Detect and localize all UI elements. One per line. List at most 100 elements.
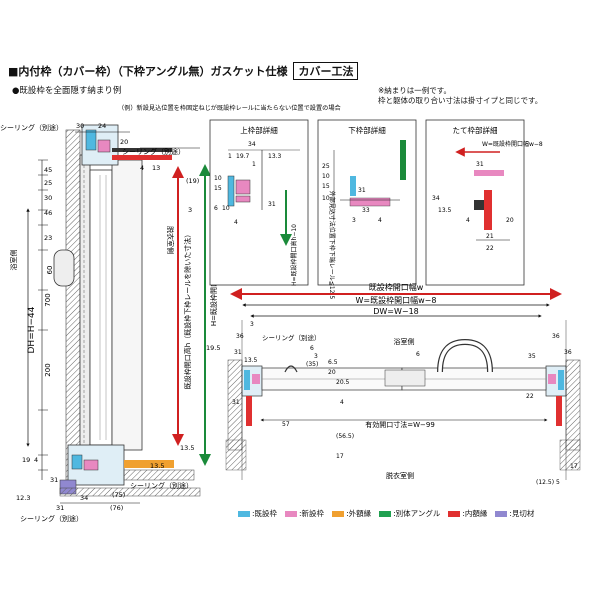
svg-text:17: 17 (336, 453, 344, 460)
handle-left (53, 249, 75, 287)
sealing-label-3: シーリング（別途） (130, 481, 193, 490)
detail-side-W: W=既設枠開口幅w−8 (482, 140, 543, 148)
svg-text:13.3: 13.3 (268, 153, 282, 160)
door-glass-left (111, 159, 143, 451)
legend-item-new-frame: :新設枠 (285, 508, 324, 519)
svg-text:46: 46 (44, 209, 52, 217)
svg-text:31: 31 (56, 504, 64, 512)
svg-text:1: 1 (252, 161, 256, 168)
svg-text:20: 20 (328, 369, 336, 376)
svg-text:20: 20 (506, 217, 514, 224)
svg-text:19: 19 (22, 456, 30, 464)
svg-text:上枠部詳細: 上枠部詳細 (240, 125, 278, 135)
dw-formula: DW=W−18 (373, 307, 419, 316)
svg-text:3: 3 (250, 321, 254, 328)
note-line-1: ※納まりは一例です。 (378, 86, 452, 95)
svg-text:1: 1 (228, 153, 232, 160)
svg-text:31: 31 (268, 201, 276, 208)
legend-item-outer-casing: :外額縁 (332, 508, 371, 519)
svg-text:19.7: 19.7 (236, 153, 250, 160)
svg-text:15: 15 (322, 183, 330, 190)
svg-text:17: 17 (570, 463, 578, 470)
subtitle: ●既設枠を全面隠す納まり例 (12, 86, 122, 96)
door-frame-left (79, 154, 91, 456)
svg-text:10: 10 (214, 175, 222, 182)
svg-text:3: 3 (314, 353, 318, 360)
svg-text:4: 4 (234, 219, 238, 226)
svg-text:45: 45 (44, 166, 52, 174)
bathroom-label: 浴室側 (394, 337, 415, 346)
svg-text:4: 4 (340, 399, 344, 406)
svg-text:23: 23 (44, 234, 52, 242)
detail-top: 上枠部詳細 34 1 19.7 13.3 1 10 15 6 10 31 4 H… (209, 119, 309, 286)
svg-text:31: 31 (358, 187, 366, 194)
legend-item-existing-frame: :既設枠 (238, 508, 277, 519)
door-panel-left (89, 169, 113, 446)
dh-formula: DH=H−44 (27, 306, 37, 353)
svg-text:(35): (35) (306, 361, 318, 368)
svg-text:31: 31 (232, 399, 240, 406)
legend-item-inner-casing: :内額縁 (448, 508, 487, 519)
svg-text:6: 6 (310, 345, 314, 352)
svg-text:20: 20 (120, 138, 128, 146)
svg-text:31: 31 (234, 349, 242, 356)
svg-text:35: 35 (528, 353, 536, 360)
svg-text:20.5: 20.5 (336, 379, 350, 386)
svg-text:31: 31 (50, 476, 58, 484)
svg-text:6: 6 (214, 205, 218, 212)
svg-text:36: 36 (552, 333, 560, 340)
changing-label-vertical: 脱衣室側 (166, 226, 175, 254)
svg-text:4: 4 (466, 217, 470, 224)
sealing-label-5: シーリング（別途） (262, 333, 321, 342)
svg-text:3: 3 (352, 217, 356, 224)
svg-text:57: 57 (282, 421, 290, 428)
legend-item-angle: :別体アングル (379, 508, 440, 519)
detail-bottom-note: 外部見込寸法位置下枠下端レール≦12.5 (328, 191, 336, 300)
svg-text:(12.5): (12.5) (536, 479, 554, 486)
svg-text:(75): (75) (112, 491, 125, 499)
bathroom-label-vertical: 浴室側 (9, 250, 18, 271)
svg-text:24: 24 (98, 122, 106, 130)
dim-60: 60 (46, 266, 54, 275)
h-formula: H=既設枠開口高h−10 (209, 254, 218, 326)
svg-text:13: 13 (152, 164, 160, 172)
svg-text:22: 22 (526, 393, 534, 400)
svg-text:4: 4 (140, 164, 144, 172)
svg-text:下枠部詳細: 下枠部詳細 (348, 125, 386, 135)
legend: :既設枠 :新設枠 :外額縁 :別体アングル :内額縁 :見切材 (238, 508, 534, 519)
existing-width-label: 既設枠開口幅w (369, 282, 424, 292)
wall-left (65, 129, 81, 481)
svg-text:13.5: 13.5 (244, 357, 258, 364)
svg-text:6.5: 6.5 (328, 359, 338, 366)
svg-text:34: 34 (248, 141, 256, 148)
svg-text:21: 21 (486, 233, 494, 240)
detail-side: たて枠部詳細 W=既設枠開口幅w−8 31 34 13.5 20 21 22 4 (425, 119, 543, 286)
svg-text:34: 34 (432, 195, 440, 202)
svg-text:13.5: 13.5 (438, 207, 452, 214)
svg-text:6: 6 (416, 351, 420, 358)
svg-text:(76): (76) (110, 504, 123, 512)
svg-text:4: 4 (378, 217, 382, 224)
svg-text:(56.5): (56.5) (336, 433, 354, 440)
detail-top-H: H=既設枠開口高h−10 (290, 224, 298, 286)
plan-section (225, 288, 581, 480)
svg-text:25: 25 (322, 163, 330, 170)
dim-700: 700 (44, 293, 52, 306)
svg-text:3: 3 (188, 206, 192, 214)
svg-text:12.3: 12.3 (16, 494, 30, 502)
svg-text:31: 31 (476, 161, 484, 168)
svg-text:25: 25 (44, 179, 52, 187)
install-note: （例）新設見込位置を枠固定ねじが既設枠レールに当たらない位置で設置の場合 (118, 104, 341, 112)
changing-label: 脱衣室側 (386, 471, 414, 480)
svg-text:30: 30 (76, 122, 84, 130)
svg-text:13.5: 13.5 (180, 444, 194, 452)
left-section (26, 124, 211, 504)
detail-bottom: 下枠部詳細 25 10 15 10 31 33 3 4 外部見込寸法位置下枠下端… (317, 119, 417, 300)
effective-width-label: 有効開口寸法=W−99 (365, 420, 435, 429)
sealing-label-4: シーリング（別途） (20, 514, 83, 523)
svg-text:33: 33 (362, 207, 370, 214)
vertical-note: 既設枠開口高h（既設枠下枠レールを除いた寸法） (183, 231, 192, 389)
svg-text:5: 5 (556, 479, 560, 486)
note-line-2: 枠と躯体の取り合い寸法は掛寸イプと同じです。 (378, 96, 543, 105)
plan-dims: 36 36 31 3 13.5 6 3 (35) 6 35 20 20.5 6.… (232, 321, 578, 486)
